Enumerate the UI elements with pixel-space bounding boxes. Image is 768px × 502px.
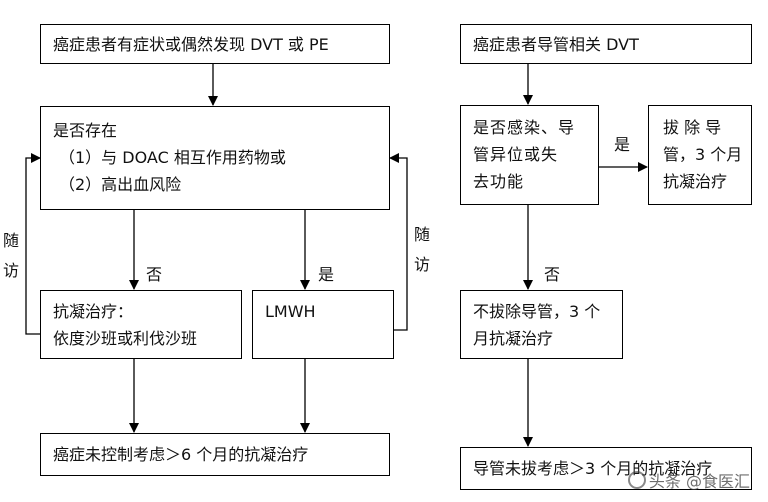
catheter-dvt-box: 癌症患者导管相关 DVT [460, 24, 752, 64]
keep-catheter-box: 不拔除导管，3 个 月抗凝治疗 [460, 290, 623, 359]
risk-check-line1: 是否存在 [53, 121, 118, 140]
risk-check-box: 是否存在 （1）与 DOAC 相互作用药物或 （2）高出血风险 [40, 106, 390, 210]
catheter-dvt-text: 癌症患者导管相关 DVT [473, 35, 639, 54]
remove-line2: 管，3 个月 [663, 145, 743, 164]
followup-label-left: 随 访 [3, 231, 20, 280]
label-no-left: 否 [146, 265, 163, 284]
risk-check-line2: （1）与 DOAC 相互作用药物或 [59, 148, 286, 167]
catheter-check-line2: 管异位或失 [473, 145, 559, 164]
label-yes-left: 是 [318, 265, 335, 284]
label-no-right: 否 [544, 265, 561, 284]
remove-line3: 抗凝治疗 [663, 172, 728, 191]
long-term-anticoag-text: 癌症未控制考虑＞6 个月的抗凝治疗 [53, 445, 309, 464]
keep-line1: 不拔除导管，3 个 [473, 302, 601, 321]
lmwh-text: LMWH [265, 302, 316, 321]
catheter-long-term-box: 导管未拔考虑＞3 个月的抗凝治疗 [460, 447, 752, 490]
anticoag-box: 抗凝治疗： 依度沙班或利伐沙班 [40, 290, 242, 359]
catheter-check-box: 是否感染、导 管异位或失 去功能 [460, 105, 599, 205]
anticoag-line2: 依度沙班或利伐沙班 [53, 329, 198, 348]
followup-left-loop [25, 153, 41, 335]
anticoag-line1: 抗凝治疗： [53, 302, 134, 321]
catheter-check-line1: 是否感染、导 [473, 118, 576, 137]
watermark-text: 头条 @食医汇 [648, 472, 750, 491]
keep-line2: 月抗凝治疗 [473, 329, 554, 348]
catheter-long-term-text: 导管未拔考虑＞3 个月的抗凝治疗 [473, 459, 713, 478]
remove-line1: 拔 除 导 [663, 118, 722, 137]
cancer-symptomatic-box: 癌症患者有症状或偶然发现 DVT 或 PE [40, 24, 390, 64]
cancer-symptomatic-text: 癌症患者有症状或偶然发现 DVT 或 PE [53, 35, 329, 54]
watermark: 头条 @食医汇 [627, 468, 750, 492]
catheter-check-line3: 去功能 [473, 172, 525, 191]
long-term-anticoag-box: 癌症未控制考虑＞6 个月的抗凝治疗 [40, 433, 390, 476]
followup-label-right: 随 访 [414, 225, 431, 274]
lmwh-box: LMWH [252, 290, 394, 359]
followup-right-loop [389, 153, 408, 331]
remove-catheter-box: 拔 除 导 管，3 个月 抗凝治疗 [648, 105, 752, 205]
risk-check-line3: （2）高出血风险 [59, 175, 182, 194]
watermark-logo-icon [627, 471, 646, 489]
label-yes-right: 是 [614, 135, 631, 154]
